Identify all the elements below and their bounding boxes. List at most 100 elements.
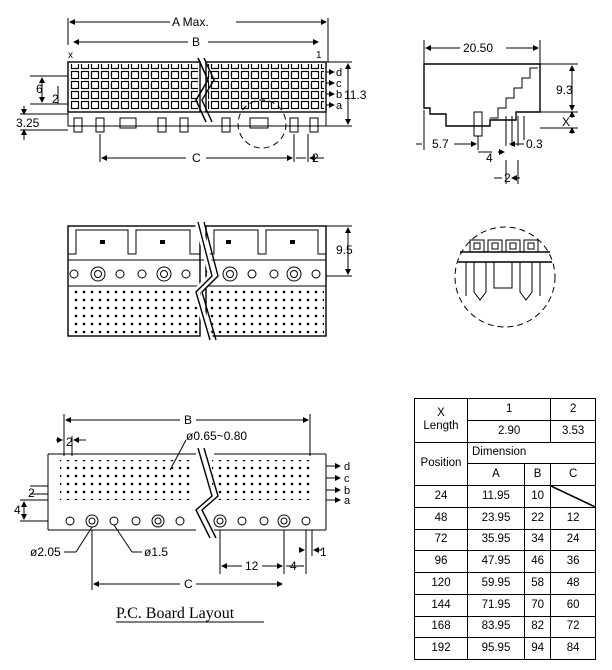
pcb-row-a: a [344, 495, 351, 507]
val1: 2.90 [466, 419, 552, 443]
table-row: 72 35.95 34 24 [414, 528, 596, 552]
table-row: 192 95.95 94 84 [414, 637, 596, 660]
row-pos: 72 [414, 528, 468, 552]
front-row-labels: d c b a [326, 67, 343, 112]
row-c-label: c [336, 78, 342, 90]
row-c: 84 [550, 637, 596, 660]
pcb-dim-12: 12 [245, 559, 259, 573]
pcb-dia-2-05: ø2.05 [30, 545, 61, 559]
b-label: B [192, 35, 200, 49]
row-b-label: b [336, 89, 342, 101]
table-row: 120 59.95 58 48 [414, 572, 596, 595]
x-length-label: X Length [423, 407, 459, 433]
row-c: 36 [550, 550, 596, 573]
dimension-header: Dimension [467, 441, 596, 465]
col-c-header: C [550, 463, 596, 486]
table-row: 168 83.95 82 72 [414, 615, 596, 639]
dim-2: 2 [52, 92, 59, 106]
side-view: 20.50 9.3 X 5.7 4 0.3 [416, 40, 578, 185]
col1-header: 1 [466, 398, 552, 421]
row-b: 10 [523, 485, 552, 508]
row-a: 23.95 [467, 506, 525, 530]
row-a: 47.95 [467, 550, 525, 573]
row-b: 70 [523, 593, 552, 617]
dim-9-3: 9.3 [556, 83, 573, 97]
pcb-dim-2-left: 2 [28, 486, 35, 500]
a-max-label: A Max. [172, 15, 209, 29]
dim-2-bottom: 2 [312, 151, 319, 165]
front-pins [73, 117, 319, 133]
pcb-row-c: c [344, 473, 350, 485]
top-view: 9.5 [67, 221, 353, 341]
dim-4: 4 [486, 151, 493, 165]
row-c: 72 [550, 615, 596, 639]
table-row: 96 47.95 46 36 [414, 550, 596, 573]
pcb-dim-4-left: 4 [14, 503, 21, 517]
row-b: 58 [523, 572, 552, 595]
pcb-dia-1-5: ø1.5 [144, 545, 168, 559]
pcb-c-label: C [184, 577, 193, 591]
row-a: 35.95 [467, 528, 525, 552]
row-a: 83.95 [467, 615, 525, 639]
row-b: 94 [523, 637, 552, 660]
x-length-header: X Length [414, 398, 468, 443]
row-a: 71.95 [467, 593, 525, 617]
row-d-label: d [336, 67, 342, 79]
dim-2-side: 2 [504, 171, 511, 185]
top-view-screws [69, 266, 321, 282]
row-a-label: a [336, 100, 343, 112]
row-pos: 192 [414, 637, 468, 660]
col2-header: 2 [550, 398, 596, 421]
pcb-dot-grid [60, 460, 312, 500]
pcb-mounting-holes [65, 514, 311, 528]
row-pos: 24 [414, 485, 468, 508]
row-b: 22 [523, 506, 552, 530]
table-row: 24 11.95 10 [414, 485, 596, 508]
row-b: 34 [523, 528, 552, 552]
row-c: 48 [550, 572, 596, 595]
col-a-header: A [467, 463, 525, 486]
row-pos: 168 [414, 615, 468, 639]
front-view: A Max. B x 1 [16, 15, 367, 165]
pcb-dim-1: 1 [320, 545, 327, 559]
pcb-caption: P.C. Board Layout [116, 605, 235, 622]
side-x-label: X [562, 115, 570, 129]
val2: 3.53 [550, 419, 596, 443]
detail-circle [237, 99, 287, 149]
row-a: 11.95 [467, 485, 525, 508]
dim-9-5: 9.5 [336, 243, 353, 257]
dim-5-7: 5.7 [432, 137, 449, 151]
row-b: 46 [523, 550, 552, 573]
pcb-b-label: B [184, 413, 192, 427]
row-c: 12 [550, 506, 596, 530]
row-pos: 48 [414, 506, 468, 530]
table-row: 144 71.95 70 60 [414, 593, 596, 617]
position-header: Position [414, 441, 468, 486]
c-label: C [192, 151, 201, 165]
pcb-hole-size: ø0.65~0.80 [186, 429, 247, 443]
pcb-row-b: b [344, 485, 350, 497]
row-a: 95.95 [467, 637, 525, 660]
row-c-empty [550, 485, 596, 508]
col-b-header: B [523, 463, 552, 486]
dimension-table: X Length 1 2 2.90 3.53 Position Dimensio… [414, 398, 596, 660]
pcb-row-labels: d c b a [326, 461, 351, 507]
pcb-row-d: d [344, 461, 350, 473]
dim-6: 6 [36, 82, 43, 96]
row-pos: 96 [414, 550, 468, 573]
table-row: 48 23.95 22 12 [414, 506, 596, 530]
row-c: 24 [550, 528, 596, 552]
dim-11-3: 11.3 [344, 88, 367, 102]
row-pos: 120 [414, 572, 468, 595]
dim-20-50: 20.50 [463, 41, 493, 55]
row-a: 59.95 [467, 572, 525, 595]
pcb-layout: B 2 ø0.65~0.80 [14, 413, 351, 623]
row-pos: 144 [414, 593, 468, 617]
row-b: 82 [523, 615, 552, 639]
x-label: x [68, 50, 73, 61]
one-label: 1 [316, 50, 322, 61]
pcb-dim-4: 4 [290, 559, 297, 573]
dim-3-25: 3.25 [16, 116, 40, 130]
detail-view [454, 226, 556, 328]
